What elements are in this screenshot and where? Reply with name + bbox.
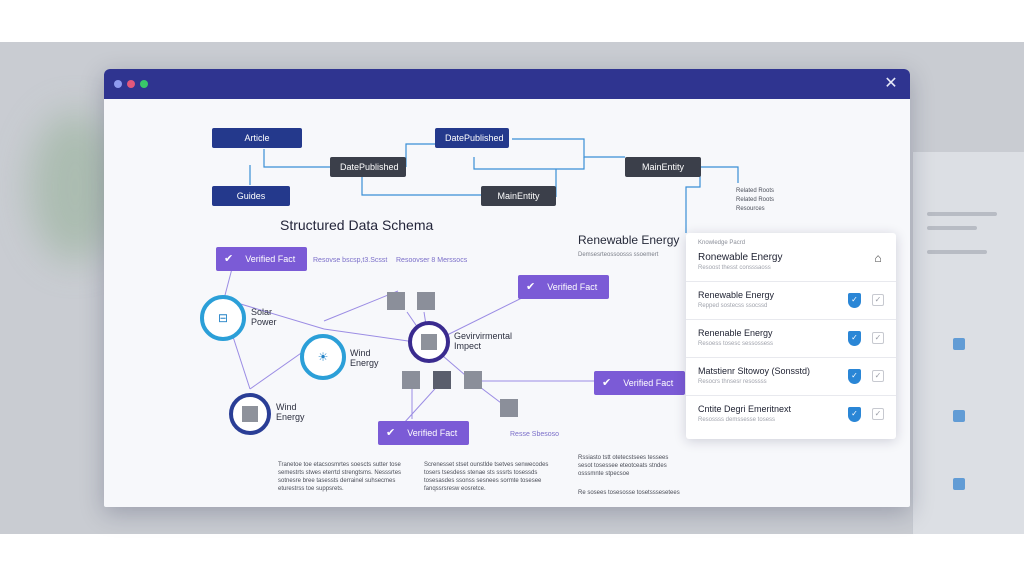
knowledge-row-label: Renewable Energy [698, 290, 775, 300]
schema-window: ✕ [104, 69, 910, 507]
check-icon: ✔ [602, 377, 612, 389]
schema-note: Resoovser 8 Merssocs [396, 257, 468, 264]
knowledge-panel-caption: Knowledge Pacrd [698, 240, 746, 246]
entity-node-environmental[interactable] [408, 321, 450, 363]
close-icon[interactable]: ✕ [884, 75, 898, 92]
knowledge-row[interactable]: Renenable Energy Resoess tosesc sessosse… [686, 319, 896, 357]
schema-note: Resovse bscsp,t3.Scsst [313, 257, 388, 264]
diagram-canvas: Article DatePublished DatePublished Main… [104, 99, 910, 507]
body-paragraph: Re sosees tosesosse tosetsssesetees [578, 490, 680, 496]
badge-label: Verified Fact [407, 428, 458, 438]
badge-label: Verified Fact [245, 254, 296, 264]
badge-label: Verified Fact [623, 378, 674, 388]
shield-check-icon: ✓ [848, 369, 861, 384]
related-roots-note: Related Roots Related Roots Resources [736, 187, 806, 214]
graph-square-node [464, 371, 482, 389]
schema-note: Resse Sbesoso [510, 431, 560, 438]
placeholder-icon [242, 406, 258, 422]
knowledge-row[interactable]: Matstienr Sltowoy (Sonsstd) Resocrs thns… [686, 357, 896, 395]
link-line [685, 175, 701, 233]
node-mainentity-right[interactable]: MainEntity [625, 157, 701, 177]
knowledge-row-sub: Resossss demssesse tosess [698, 417, 776, 423]
row-checkbox[interactable]: ✓ [872, 370, 884, 382]
badge-label: Verified Fact [547, 282, 598, 292]
entity-label-solar: Solar Power [251, 307, 277, 327]
link-line [263, 149, 330, 168]
entity-node-wind-secondary[interactable] [229, 393, 271, 435]
knowledge-panel: Knowledge Pacrd Ronewable Energy Resoost… [686, 233, 896, 439]
link-line [512, 138, 625, 158]
row-checkbox[interactable]: ✓ [872, 332, 884, 344]
article-subtitle: Demsesrteossoosss ssoemert [578, 252, 659, 258]
knowledge-row[interactable]: Renewable Energy Repped sostecss ssocssd… [686, 281, 896, 319]
backdrop-line [927, 250, 987, 254]
shield-icon [953, 478, 965, 490]
row-checkbox[interactable]: ✓ [872, 408, 884, 420]
body-paragraph: Screnesset stset ounstlde tsetves senwec… [424, 462, 549, 492]
entity-node-wind[interactable]: ☀ [300, 334, 346, 380]
knowledge-row-sub: Repped sostecss ssocssd [698, 303, 768, 309]
verified-fact-badge[interactable]: ✔ Verified Fact [594, 371, 686, 395]
graph-edge [323, 290, 399, 322]
node-article[interactable]: Article [212, 128, 302, 148]
node-datepublished-top[interactable]: DatePublished [435, 128, 509, 148]
knowledge-panel-title: Ronewable Energy [698, 252, 783, 263]
knowledge-row-label: Renenable Energy [698, 328, 773, 338]
shield-icon [953, 410, 965, 422]
knowledge-row-label: Matstienr Sltowoy (Sonsstd) [698, 366, 811, 376]
graph-square-node [402, 371, 420, 389]
link-line [405, 143, 435, 167]
link-line [473, 157, 585, 170]
node-datepublished-mid[interactable]: DatePublished [330, 157, 406, 177]
node-mainentity-mid[interactable]: MainEntity [481, 186, 556, 206]
check-icon: ✔ [386, 427, 396, 439]
entity-label-environmental: Gevirvirmental Impect [454, 331, 513, 351]
graph-square-node [500, 399, 518, 417]
link-line [361, 175, 481, 196]
body-paragraph: Tranetoe toe etacsosmrtes soescts sutter… [278, 462, 402, 492]
backdrop-line [927, 226, 977, 230]
graph-square-node [387, 292, 405, 310]
window-dot-icon[interactable] [140, 80, 148, 88]
article-title: Renewable Energy [578, 233, 680, 247]
verified-fact-badge[interactable]: ✔ Verified Fact [378, 421, 470, 445]
window-titlebar: ✕ [104, 69, 910, 99]
knowledge-row[interactable]: Cntite Degri Emeritnext Resossss demsses… [686, 395, 896, 433]
row-checkbox[interactable]: ✓ [872, 294, 884, 306]
verified-fact-badge[interactable]: ✔ Verified Fact [216, 247, 308, 271]
knowledge-row-sub: Resocrs thnsesr resossss [698, 379, 767, 385]
link-line [701, 166, 739, 183]
graph-square-node [433, 371, 451, 389]
knowledge-row-sub: Resoess tosesc sessossess [698, 341, 774, 347]
knowledge-row-label: Cntite Degri Emeritnext [698, 404, 792, 414]
check-icon: ✔ [224, 253, 234, 265]
backdrop-card [912, 152, 1024, 534]
window-dot-icon[interactable] [127, 80, 135, 88]
shield-check-icon: ✓ [848, 331, 861, 346]
home-icon[interactable]: ⌂ [874, 251, 882, 265]
entity-label-wind: Wind Energy [350, 348, 379, 368]
lightbulb-icon: ☀ [317, 350, 329, 364]
shield-check-icon: ✓ [848, 293, 861, 308]
shield-icon [953, 338, 965, 350]
entity-node-solar[interactable]: ⊟ [200, 295, 246, 341]
schema-title: Structured Data Schema [280, 217, 434, 233]
window-dot-icon[interactable] [114, 80, 122, 88]
side-note-line: Related Roots [736, 188, 775, 194]
placeholder-icon [421, 334, 437, 350]
check-icon: ✔ [526, 281, 536, 293]
graph-square-node [417, 292, 435, 310]
node-guides[interactable]: Guides [212, 186, 290, 206]
knowledge-panel-subtitle: Resoost thesst consssaoss [698, 265, 771, 271]
solar-panel-icon: ⊟ [217, 311, 229, 325]
body-paragraph: Rssiasto tstt otetecstsees tessees sesot… [578, 455, 669, 477]
shield-check-icon: ✓ [848, 407, 861, 422]
verified-fact-badge[interactable]: ✔ Verified Fact [518, 275, 610, 299]
side-note-line: Resources [736, 206, 765, 212]
side-note-line: Related Roots [736, 197, 775, 203]
entity-label-wind-secondary: Wind Energy [276, 402, 305, 422]
backdrop-line [927, 212, 997, 216]
